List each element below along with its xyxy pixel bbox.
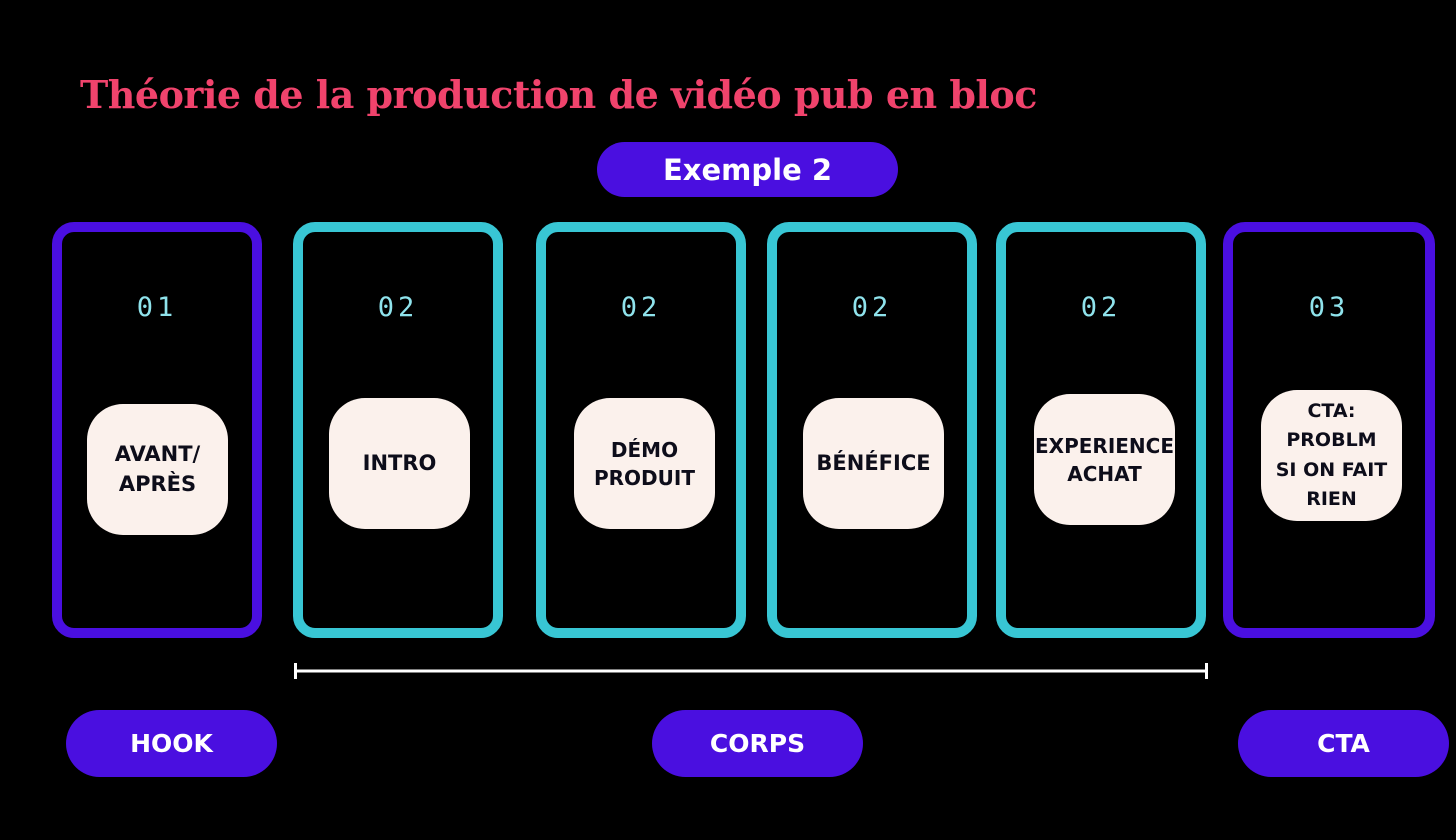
block-card: EXPERIENCE ACHAT [1034, 394, 1175, 525]
block-card: DÉMO PRODUIT [574, 398, 715, 529]
block-card: CTA: PROBLM SI ON FAIT RIEN [1261, 390, 1402, 521]
block-benefice: 02 BÉNÉFICE [767, 222, 977, 638]
block-number: 02 [851, 292, 893, 323]
example-badge: Exemple 2 [597, 142, 898, 197]
block-hook: 01 AVANT/ APRÈS [52, 222, 262, 638]
page-title: Théorie de la production de vidéo pub en… [80, 72, 1037, 117]
block-cta: 03 CTA: PROBLM SI ON FAIT RIEN [1223, 222, 1435, 638]
block-card: INTRO [329, 398, 470, 529]
block-demo-produit: 02 DÉMO PRODUIT [536, 222, 746, 638]
block-number: 02 [377, 292, 419, 323]
block-intro: 02 INTRO [293, 222, 503, 638]
block-card: AVANT/ APRÈS [87, 404, 228, 535]
section-label-cta: CTA [1238, 710, 1449, 777]
section-label-corps: CORPS [652, 710, 863, 777]
block-experience-achat: 02 EXPERIENCE ACHAT [996, 222, 1206, 638]
corps-span-bracket [294, 663, 1208, 679]
block-number: 02 [620, 292, 662, 323]
block-number: 03 [1308, 292, 1350, 323]
block-number: 02 [1080, 292, 1122, 323]
section-label-hook: HOOK [66, 710, 277, 777]
block-card: BÉNÉFICE [803, 398, 944, 529]
block-number: 01 [136, 292, 178, 323]
